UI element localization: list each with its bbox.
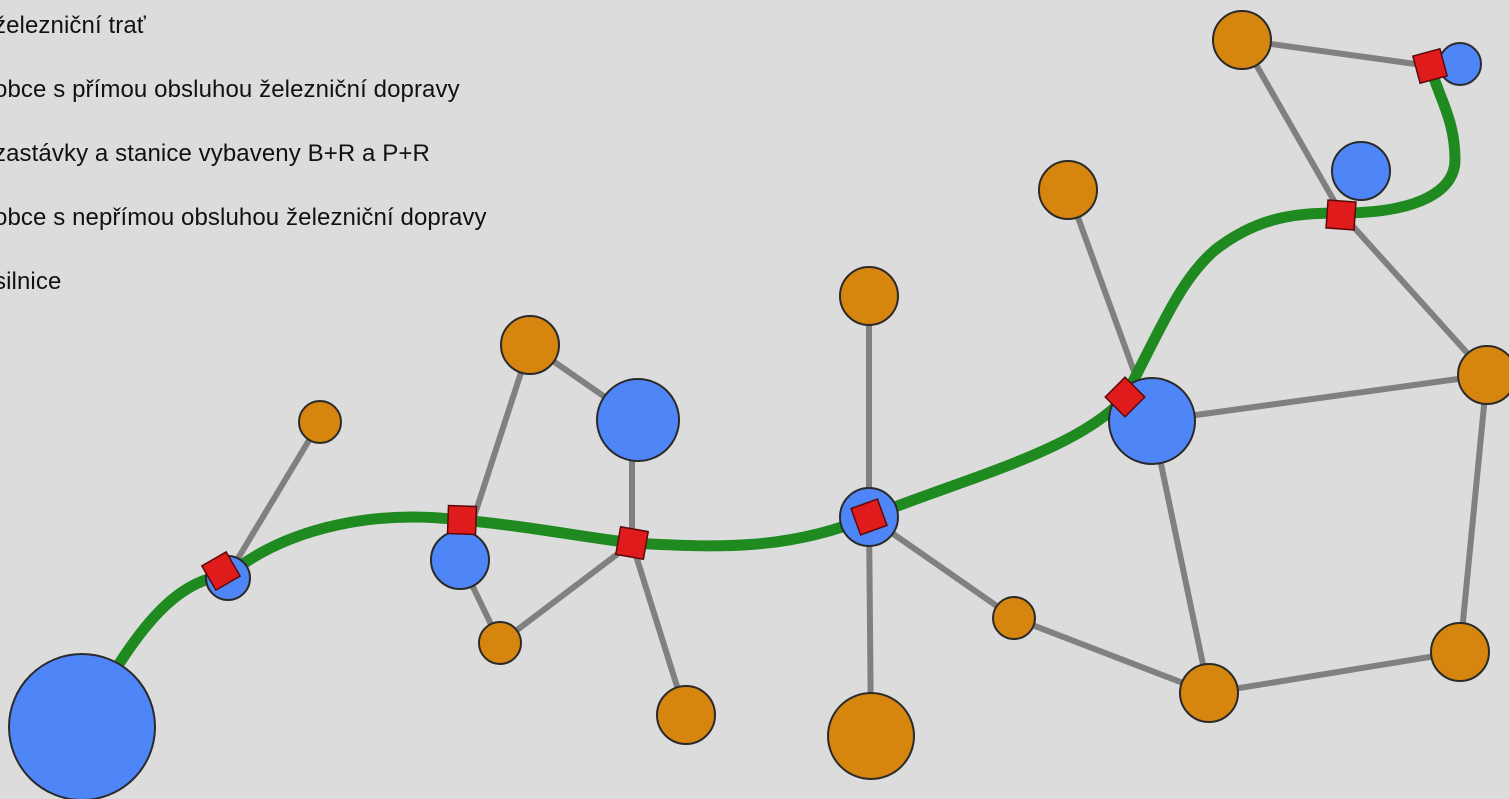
indirect-service-town: [992, 596, 1036, 640]
station-br-pr: [446, 504, 478, 536]
road: [1149, 372, 1490, 424]
legend-item-railway: železniční trať: [0, 12, 146, 39]
indirect-service-town: [1212, 10, 1272, 70]
indirect-service-town: [500, 315, 560, 375]
indirect-service-town: [1457, 345, 1509, 405]
road: [1457, 372, 1490, 655]
railway-line: [76, 60, 1461, 733]
roads-layer: [225, 37, 1490, 739]
indirect-towns-layer: [298, 10, 1509, 780]
indirect-service-town: [839, 266, 899, 326]
legend-item-roads: silnice: [0, 268, 62, 295]
legend-item-direct-service-towns: obce s přímou obsluhou železniční doprav…: [0, 76, 460, 103]
direct-service-town: [1438, 42, 1482, 86]
legend-item-indirect-service-towns: obce s nepřímou obsluhou železniční dopr…: [0, 204, 487, 231]
station-br-pr: [1411, 47, 1449, 85]
road: [1011, 615, 1212, 696]
road: [1149, 418, 1212, 696]
station-br-pr: [200, 550, 242, 592]
stations-layer: [200, 47, 1449, 592]
road: [1338, 210, 1490, 378]
direct-towns-layer: [8, 42, 1482, 799]
indirect-service-town: [1038, 160, 1098, 220]
direct-service-town: [430, 530, 490, 590]
station-br-pr: [850, 498, 888, 536]
indirect-service-town: [827, 692, 915, 780]
direct-service-town: [596, 378, 680, 462]
road: [1239, 37, 1344, 216]
legend-item-bike-park-ride-stations: zastávky a stanice vybaveny B+R a P+R: [0, 140, 430, 167]
road: [1206, 649, 1463, 696]
indirect-service-town: [298, 400, 342, 444]
indirect-service-town: [1430, 622, 1490, 682]
indirect-service-town: [478, 621, 522, 665]
station-br-pr: [614, 525, 650, 561]
station-br-pr: [1104, 376, 1146, 418]
road: [629, 540, 689, 718]
indirect-service-town: [656, 685, 716, 745]
indirect-service-town: [1179, 663, 1239, 723]
road: [1239, 37, 1433, 69]
road: [225, 419, 323, 578]
road: [497, 540, 635, 646]
direct-service-town: [1331, 141, 1391, 201]
station-br-pr: [1325, 199, 1357, 231]
direct-service-town: [8, 653, 156, 799]
